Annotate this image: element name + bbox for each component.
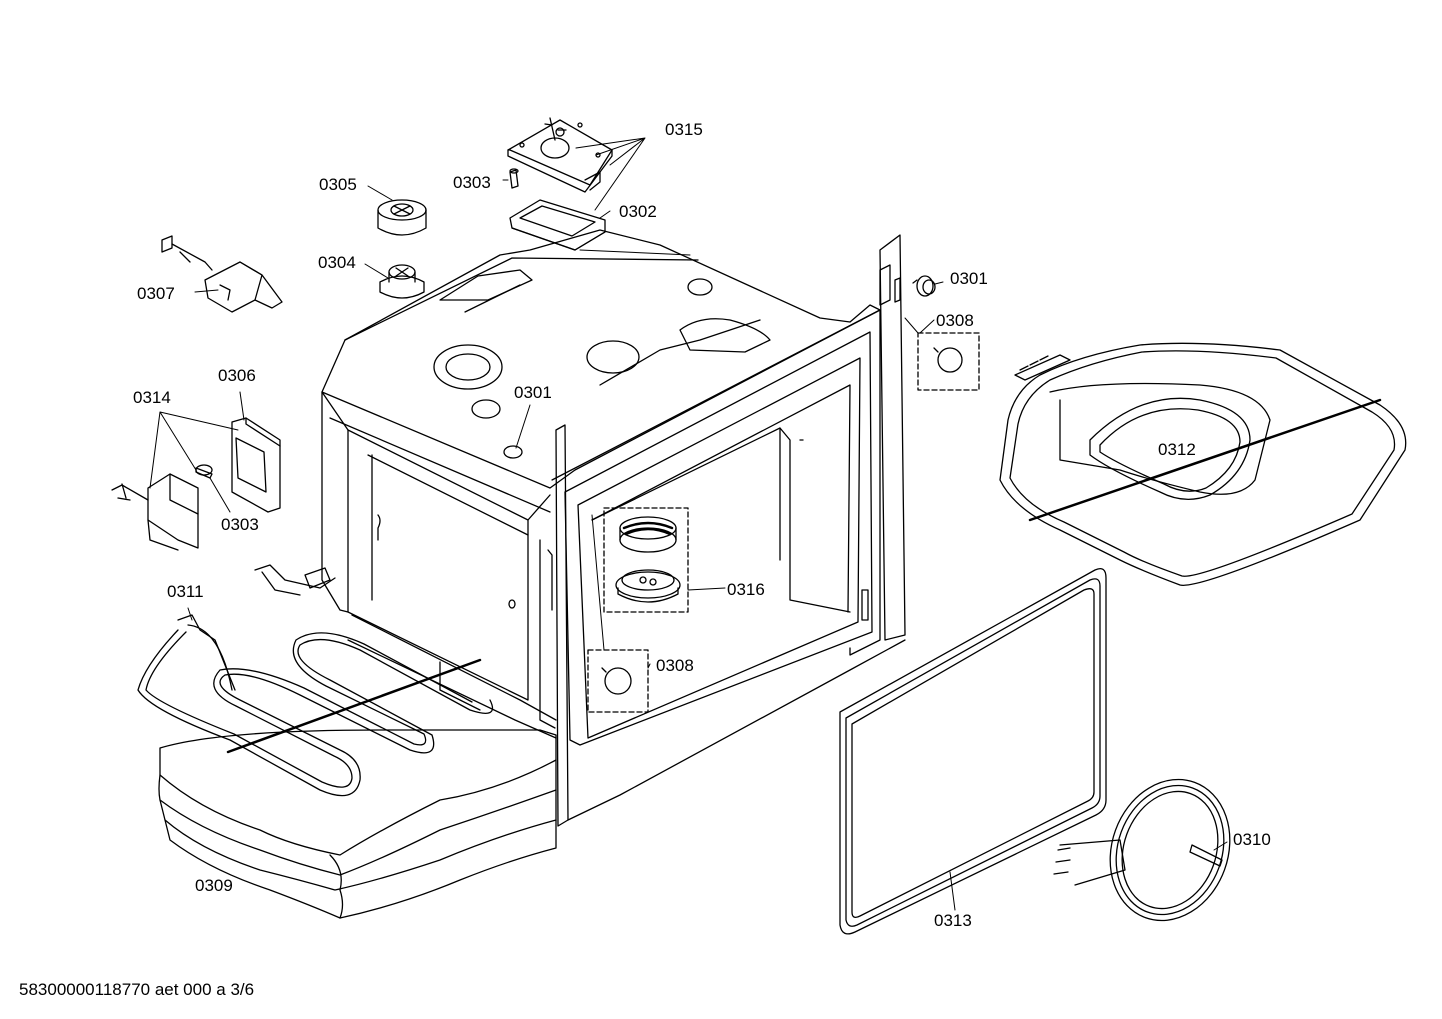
part-0314-thermostat	[111, 464, 213, 551]
part-0303-top-screw	[509, 168, 519, 189]
part-0309-insulation	[158, 729, 557, 919]
label-0315: 0315	[665, 120, 703, 139]
label-0302: 0302	[619, 202, 657, 221]
label-0314: 0314	[133, 388, 171, 407]
label-0312: 0312	[1158, 440, 1196, 459]
label-0308-right: 0308	[936, 311, 974, 330]
label-0316: 0316	[727, 580, 765, 599]
part-0313-door-seal	[839, 567, 1107, 935]
oven-cavity-body	[321, 229, 906, 827]
part-0302-fan-cover	[509, 199, 606, 251]
label-0303-top: 0303	[453, 173, 491, 192]
part-0315-fan-motor-bracket	[507, 117, 613, 193]
part-0311-bottom-element	[137, 564, 494, 797]
part-0301-lamp-right	[912, 275, 936, 297]
label-0311: 0311	[167, 582, 204, 601]
label-0309: 0309	[195, 876, 233, 895]
part-0316-fan-assembly	[603, 507, 689, 613]
part-0312-grill-element	[999, 342, 1407, 586]
label-0301-right: 0301	[950, 269, 988, 288]
part-0306-lamp-cover	[231, 417, 281, 513]
part-0304-knob	[379, 264, 425, 299]
part-0305-knob	[377, 199, 427, 236]
label-0303-left: 0303	[221, 515, 259, 534]
label-0313: 0313	[934, 911, 972, 930]
part-0307-switch	[161, 235, 283, 313]
part-0310-ring-element	[1053, 778, 1231, 922]
part-0308-lamp-cover-mid	[587, 649, 649, 713]
label-0307: 0307	[137, 284, 175, 303]
label-0308-mid: 0308	[656, 656, 694, 675]
label-0304: 0304	[318, 253, 356, 272]
label-0305: 0305	[319, 175, 357, 194]
label-0306: 0306	[218, 366, 256, 385]
leader-lines	[149, 137, 1228, 911]
label-0310: 0310	[1233, 830, 1271, 849]
part-labels: 0315 0303 0305 0302 0304 0301 0307 0308 …	[133, 120, 1271, 930]
document-footer-code: 58300000118770 aet 000 a 3/6	[19, 980, 255, 999]
label-0301-mid: 0301	[514, 383, 552, 402]
part-0308-lamp-cover-right	[917, 332, 980, 391]
